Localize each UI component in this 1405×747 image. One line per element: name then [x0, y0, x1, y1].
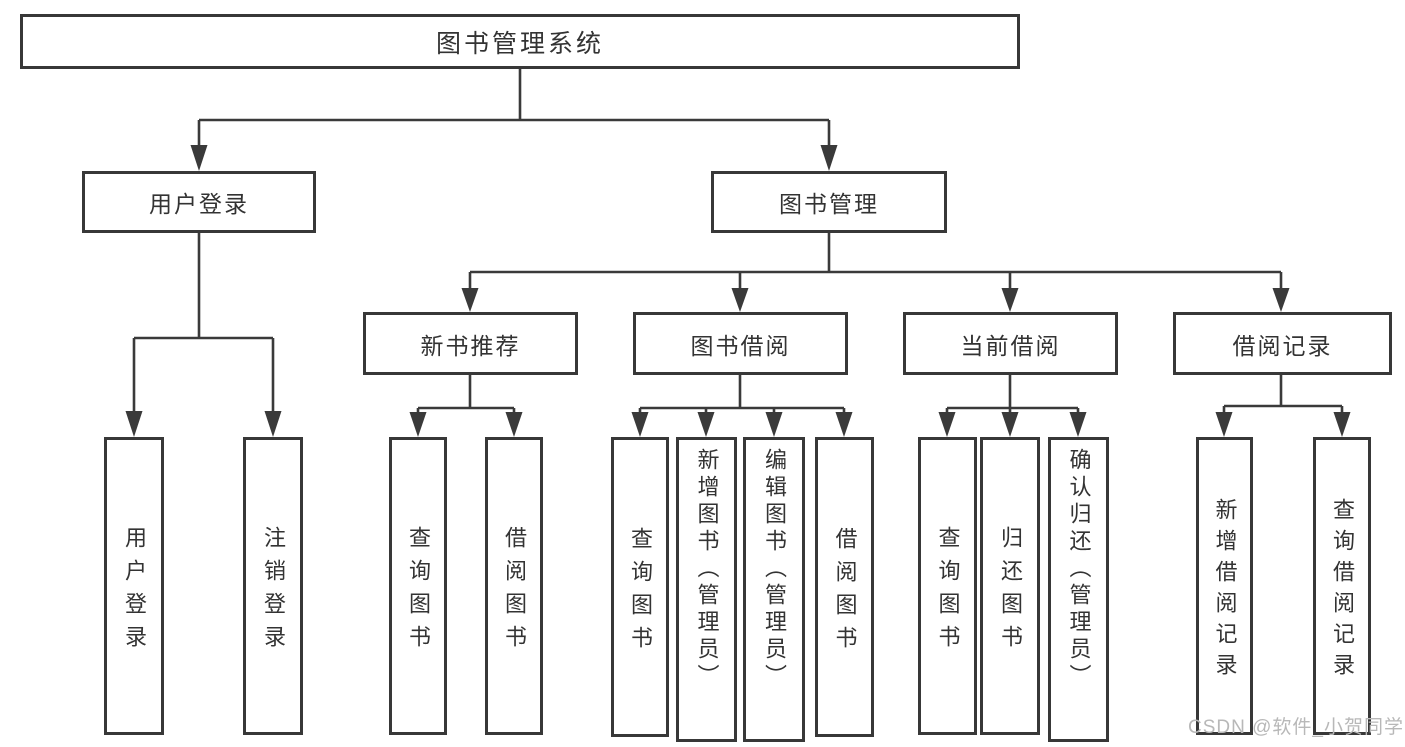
connector-book-borrow-children [631, 375, 853, 437]
leaf-bb-query-book: 查询图书 [611, 437, 669, 737]
leaf-br-query-record-label: 查询借阅记录 [1330, 497, 1355, 684]
leaf-logout: 注销登录 [243, 437, 303, 735]
leaf-bb-add-book-label: 新增图书（管理员） [694, 448, 720, 691]
leaf-cb-confirm-return: 确认归还（管理员） [1048, 437, 1109, 742]
leaf-cb-return-book: 归还图书 [980, 437, 1040, 735]
leaf-rec-borrow-book: 借阅图书 [485, 437, 543, 735]
connector-borrow-record-children [1215, 375, 1351, 437]
leaf-bb-add-book: 新增图书（管理员） [676, 437, 737, 742]
connector-new-book-rec-children [409, 375, 523, 437]
leaf-bb-query-book-label: 查询图书 [628, 526, 653, 659]
leaf-cb-query-book: 查询图书 [918, 437, 977, 735]
connector-book-mgmt-children [461, 233, 1290, 312]
leaf-bb-borrow-book-label: 借阅图书 [832, 526, 858, 659]
node-new-book-rec-label: 新书推荐 [420, 332, 521, 359]
leaf-cb-query-book-label: 查询图书 [935, 525, 961, 658]
connector-root-to-level2 [190, 69, 838, 171]
node-book-borrow: 图书借阅 [633, 312, 848, 375]
connector-current-borrow-children [938, 375, 1087, 437]
csdn-watermark: CSDN @软件_小贺同学 [1188, 717, 1404, 738]
node-user-login-label: 用户登录 [149, 191, 249, 217]
leaf-cb-confirm-return-label: 确认归还（管理员） [1066, 448, 1092, 691]
leaf-br-add-record: 新增借阅记录 [1196, 437, 1253, 735]
leaf-logout-label: 注销登录 [261, 525, 286, 658]
leaf-br-add-record-label: 新增借阅记录 [1212, 497, 1238, 684]
node-borrow-record-label: 借阅记录 [1232, 332, 1333, 359]
leaf-rec-borrow-book-label: 借阅图书 [502, 525, 527, 658]
connector-user-login-children [125, 233, 282, 437]
leaf-rec-query-book-label: 查询图书 [406, 525, 431, 658]
node-current-borrow: 当前借阅 [903, 312, 1118, 375]
node-user-login: 用户登录 [82, 171, 316, 233]
node-book-borrow-label: 图书借阅 [690, 332, 791, 359]
leaf-br-query-record: 查询借阅记录 [1313, 437, 1371, 735]
leaf-bb-borrow-book: 借阅图书 [815, 437, 874, 737]
node-borrow-record: 借阅记录 [1173, 312, 1392, 375]
leaf-cb-return-book-label: 归还图书 [998, 525, 1023, 658]
node-root: 图书管理系统 [20, 14, 1020, 69]
node-new-book-rec: 新书推荐 [363, 312, 578, 375]
node-book-mgmt-label: 图书管理 [779, 191, 879, 217]
leaf-user-login-label: 用户登录 [122, 525, 147, 658]
leaf-bb-edit-book-label: 编辑图书（管理员） [762, 448, 787, 691]
leaf-rec-query-book: 查询图书 [389, 437, 447, 735]
node-current-borrow-label: 当前借阅 [960, 332, 1061, 359]
node-book-mgmt: 图书管理 [711, 171, 947, 233]
leaf-user-login: 用户登录 [104, 437, 164, 735]
node-root-label: 图书管理系统 [435, 29, 604, 58]
leaf-bb-edit-book: 编辑图书（管理员） [743, 437, 805, 742]
